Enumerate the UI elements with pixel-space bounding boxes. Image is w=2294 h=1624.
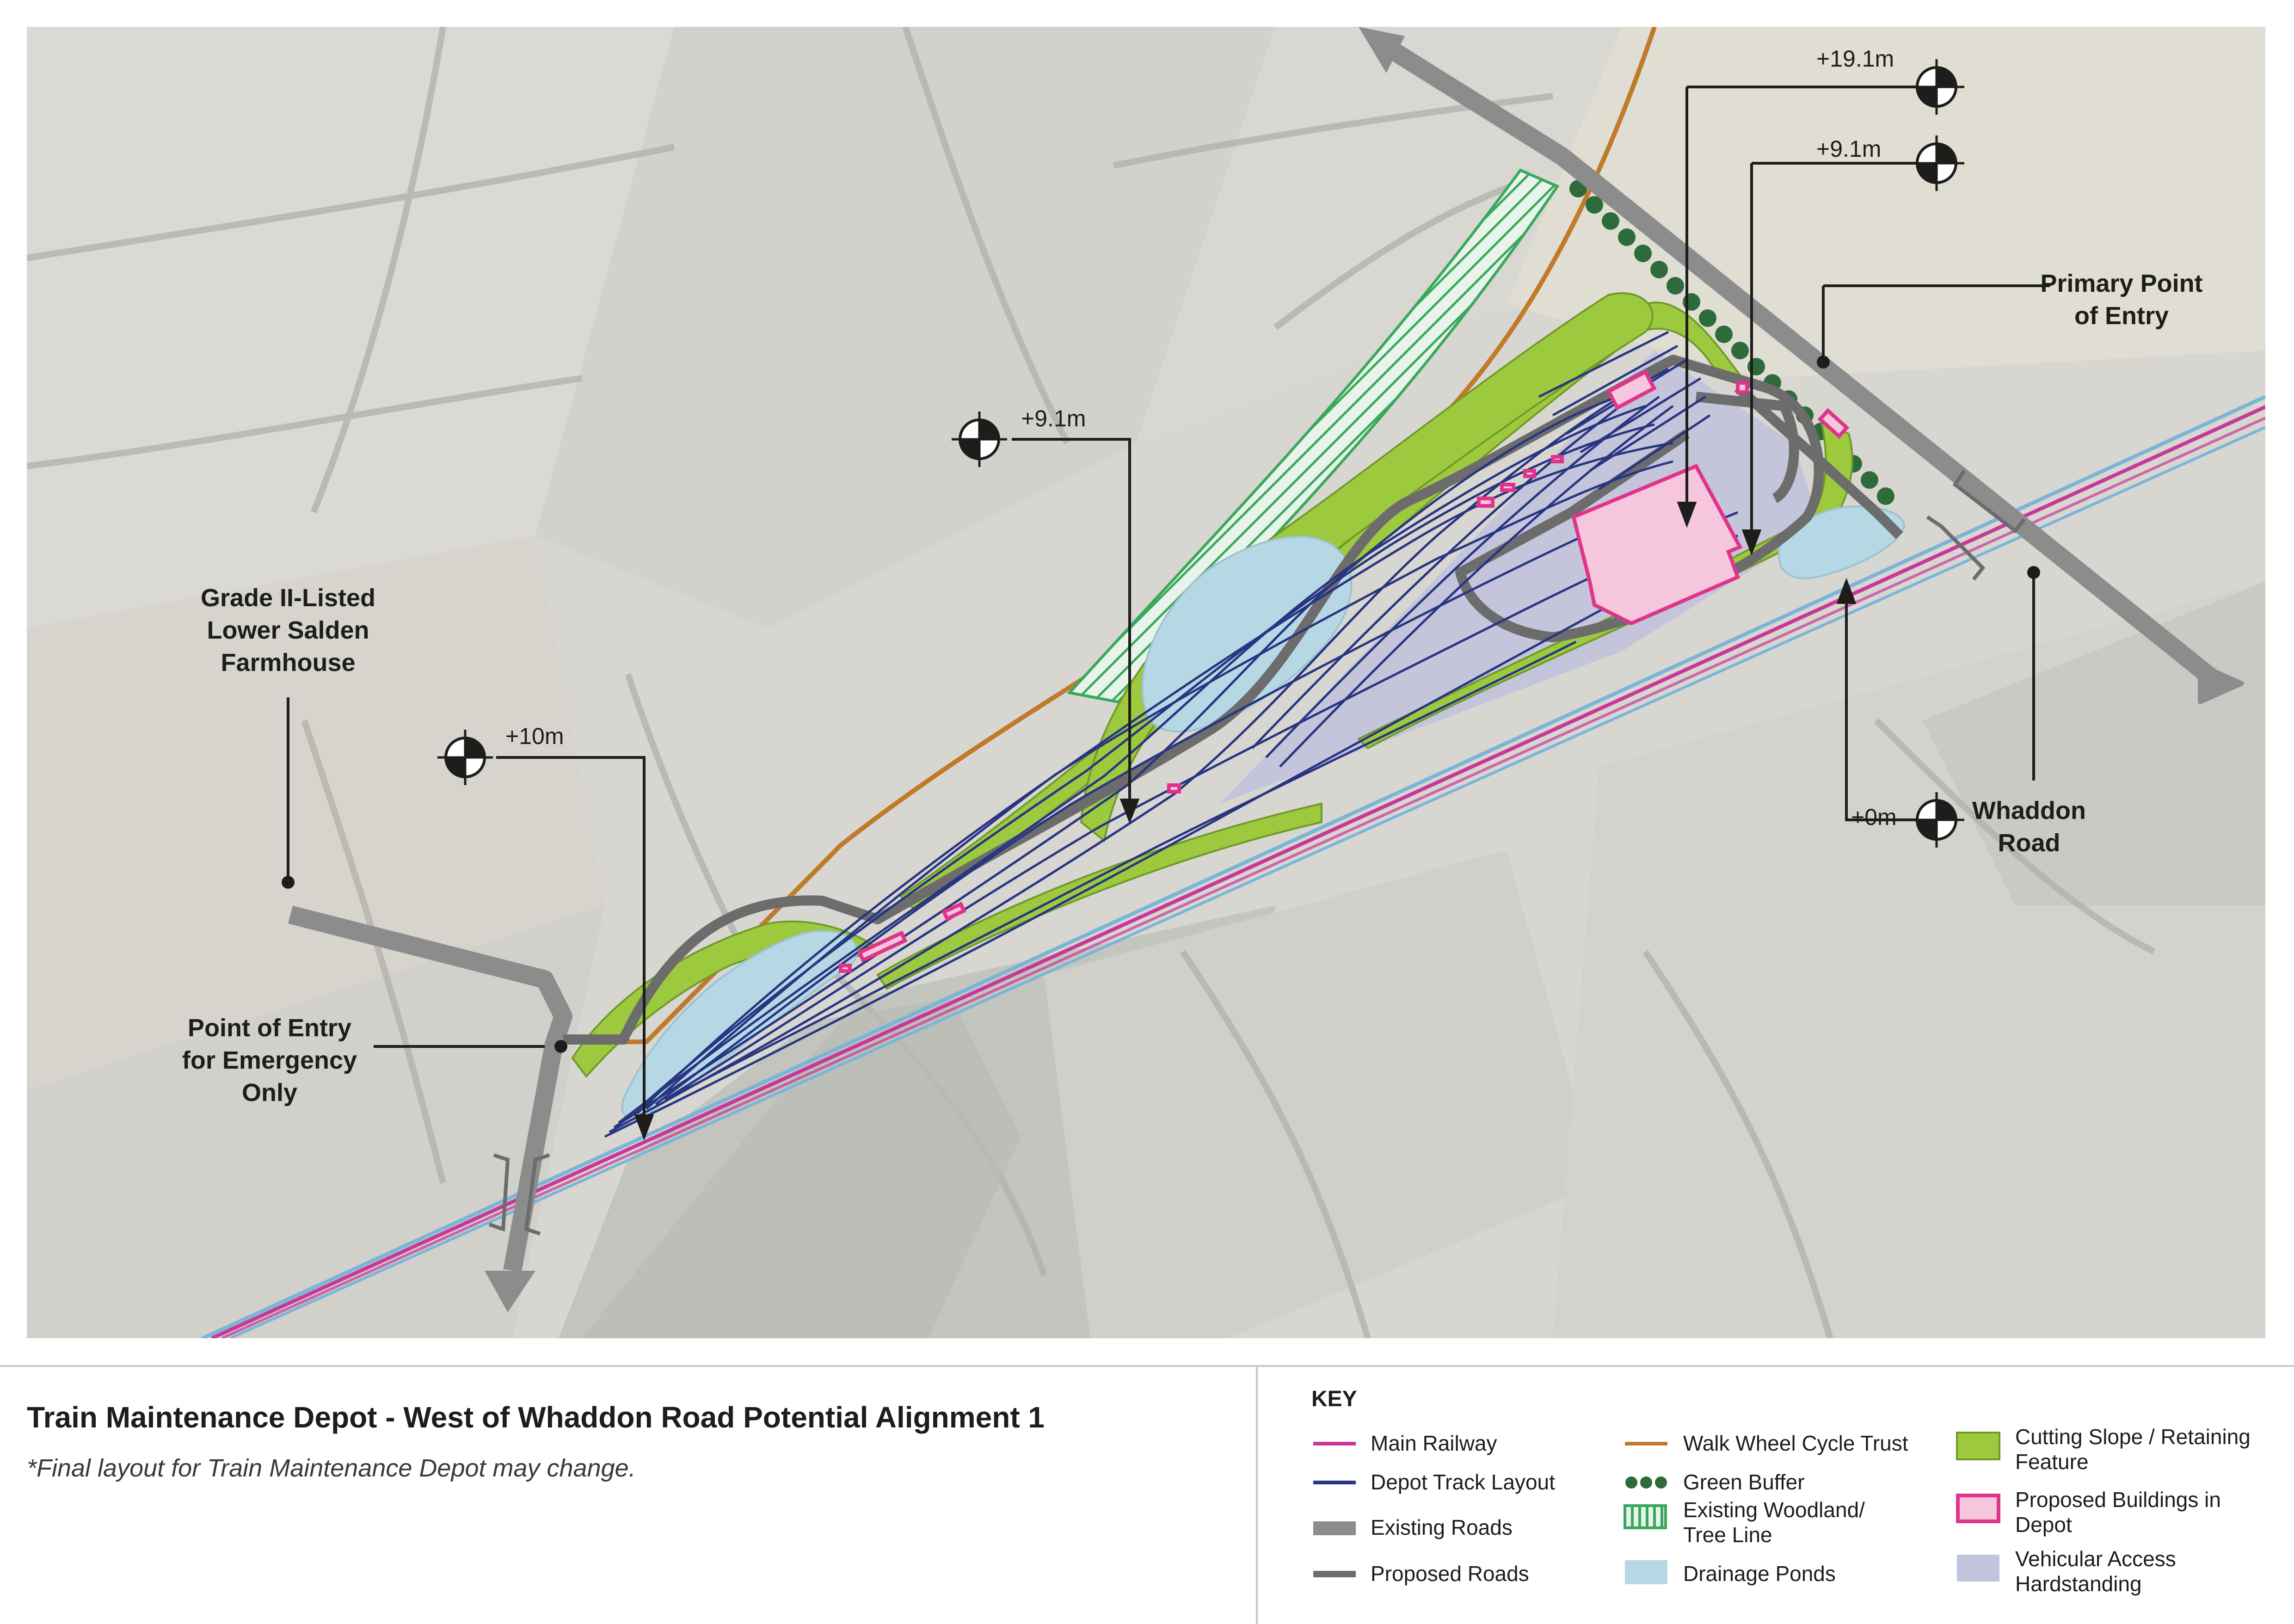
hardstanding: [1220, 351, 1821, 804]
key-item-woodland: Existing Woodland/ Tree Line: [1623, 1497, 1947, 1553]
key-item-main-railway: Main Railway: [1311, 1431, 1589, 1486]
elevation-label-1: +19.1m: [1816, 46, 1894, 72]
map-graphic: [27, 27, 2265, 1338]
elevation-label-2: +9.1m: [1816, 136, 1882, 162]
main-railway: [202, 395, 2265, 1338]
background-fields: [27, 27, 2265, 1338]
grey-bar-icon: [1313, 1521, 1356, 1535]
key-label: Cutting Slope / Retaining Feature: [2015, 1425, 2251, 1474]
key-label: Walk Wheel Cycle Trust: [1683, 1431, 1908, 1455]
key-item-existing-roads: Existing Roads: [1311, 1515, 1589, 1570]
key-label: Green Buffer: [1683, 1470, 1805, 1494]
whaddon-road-label: Whaddon Road: [1972, 797, 2086, 857]
navy-line-icon: [1313, 1481, 1356, 1484]
key-label: Drainage Ponds: [1683, 1562, 1836, 1586]
primary-entry-label: Primary Point of Entry: [2040, 270, 2203, 330]
key-title: KEY: [1311, 1387, 1357, 1411]
key-label: Proposed Buildings in Depot: [2015, 1488, 2221, 1537]
existing-roads: [288, 27, 2244, 1312]
key-item-proposed-roads: Proposed Roads: [1311, 1561, 1589, 1617]
elevation-label-4: +10m: [505, 723, 564, 749]
key-item-hardstanding: Vehicular Access Hardstanding: [1955, 1546, 2279, 1602]
dark-grey-line-icon: [1313, 1571, 1356, 1577]
proposed-buildings: [839, 369, 1850, 973]
footer-panel: Train Maintenance Depot - West of Whaddo…: [0, 1365, 2294, 1624]
blue-box-icon: [1625, 1560, 1667, 1584]
pink-line-icon: [1313, 1442, 1356, 1446]
emergency-entry-label: Point of Entry for Emergency Only: [182, 1014, 357, 1107]
key-item-cycle-trust: Walk Wheel Cycle Trust: [1623, 1431, 1947, 1486]
green-box-icon: [1956, 1432, 2000, 1460]
elevation-label-5: +0m: [1851, 804, 1897, 830]
key-label: Existing Roads: [1371, 1515, 1513, 1539]
key-item-cutting-slope: Cutting Slope / Retaining Feature: [1955, 1424, 2279, 1480]
key-label: Main Railway: [1371, 1431, 1497, 1455]
pink-box-icon: [1956, 1494, 2000, 1523]
leader-lines: [287, 86, 2050, 1141]
elevation-markers: [437, 59, 1964, 848]
map-pins: [282, 356, 2040, 1053]
key-item-green-buffer: Green Buffer: [1623, 1470, 1947, 1525]
hatched-box-icon: [1624, 1504, 1667, 1529]
key-item-depot-track: Depot Track Layout: [1311, 1470, 1589, 1525]
key-item-drainage-ponds: Drainage Ponds: [1623, 1556, 1947, 1612]
key-label: Existing Woodland/ Tree Line: [1683, 1498, 1865, 1547]
layout-note: *Final layout for Train Maintenance Depo…: [27, 1454, 636, 1482]
orange-line-icon: [1625, 1442, 1667, 1446]
farmhouse-label: Grade II-Listed Lower Salden Farmhouse: [200, 584, 376, 677]
bridge-markers: [488, 469, 2026, 1236]
key-label: Vehicular Access Hardstanding: [2015, 1547, 2176, 1596]
lavender-box-icon: [1957, 1555, 1999, 1581]
elevation-label-3: +9.1m: [1021, 406, 1086, 431]
site-map: +19.1m +9.1m +9.1m +10m +0m Grade II-Lis…: [27, 27, 2265, 1338]
key-label: Depot Track Layout: [1371, 1470, 1555, 1494]
key-label: Proposed Roads: [1371, 1562, 1529, 1586]
map-title: Train Maintenance Depot - West of Whaddo…: [27, 1401, 1045, 1434]
footer-divider: [1256, 1367, 1258, 1624]
tree-dots-icon: [1625, 1476, 1667, 1489]
depot-tracks: [604, 331, 1739, 1138]
key-item-proposed-buildings: Proposed Buildings in Depot: [1955, 1487, 2279, 1543]
